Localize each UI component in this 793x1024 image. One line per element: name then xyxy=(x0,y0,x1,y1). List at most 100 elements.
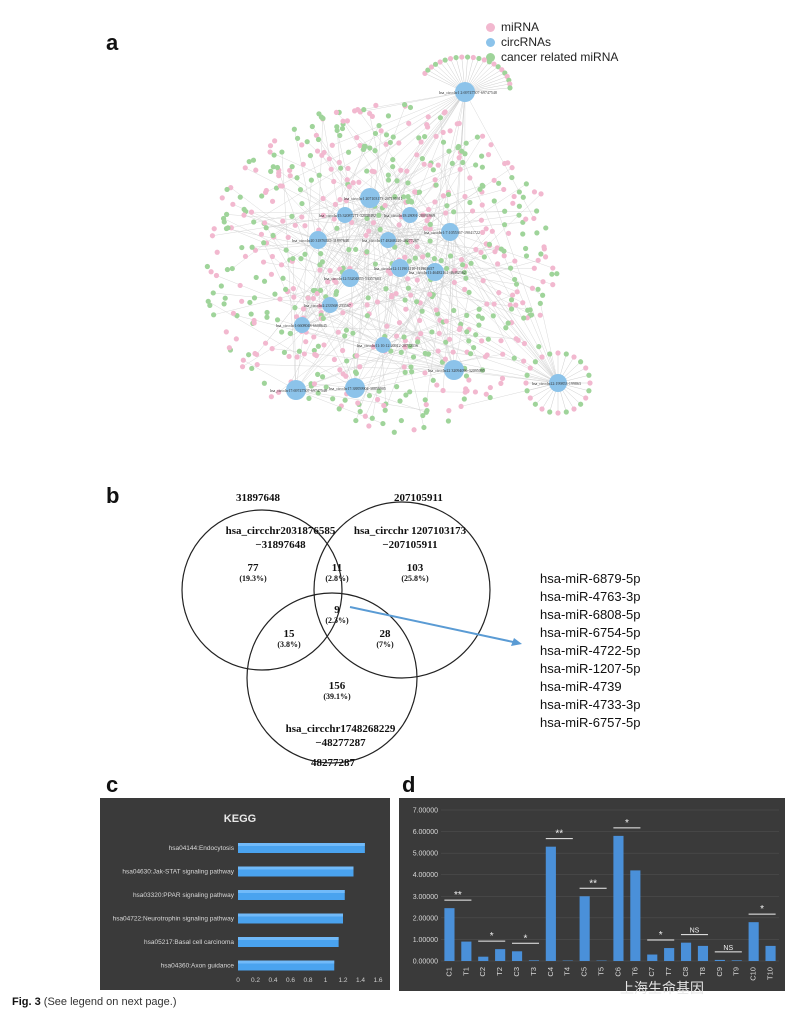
venn-count: 77 xyxy=(247,562,259,574)
mirna-node xyxy=(456,326,463,333)
mirna-node xyxy=(397,398,403,404)
mirna-node xyxy=(527,365,533,371)
venn-region-ab: 11 (2.8%) xyxy=(312,562,362,583)
mirna-node xyxy=(449,160,455,166)
mirna-node xyxy=(316,172,322,178)
venn-arrow-head xyxy=(511,638,522,646)
mirna-node xyxy=(315,343,321,349)
mirna-node xyxy=(249,365,255,372)
mirna-node xyxy=(427,238,433,244)
mirna-node xyxy=(418,331,424,337)
venn-region-only2: 103 (25.8%) xyxy=(390,562,440,583)
mirna-node xyxy=(507,265,514,271)
mirna-node xyxy=(207,302,213,308)
venn-arrow-line xyxy=(349,606,519,644)
mirna-node xyxy=(503,325,509,331)
mirna-node xyxy=(242,253,249,260)
network-edge xyxy=(399,267,443,363)
mirna-node xyxy=(344,358,350,364)
mirna-node xyxy=(547,409,553,415)
mirna-node xyxy=(531,265,537,271)
mirna-node xyxy=(534,230,540,236)
network-edge xyxy=(295,329,460,391)
mirna-node xyxy=(486,59,492,65)
expr-x-tick-label: C4 xyxy=(546,967,555,977)
mirna-node xyxy=(370,344,377,350)
mirna-node xyxy=(527,395,533,401)
network-edge xyxy=(301,251,368,326)
mirna-node xyxy=(263,187,269,194)
mirna-node xyxy=(319,152,325,158)
network-edge xyxy=(392,166,455,371)
mirna-node xyxy=(291,294,297,300)
mirna-node xyxy=(277,183,283,189)
mirna-node xyxy=(440,139,447,145)
mirna-node xyxy=(507,81,513,87)
mirna-node xyxy=(253,167,259,173)
mirna-node xyxy=(367,145,373,151)
mirna-node xyxy=(309,123,315,130)
kegg-bar-highlight xyxy=(238,843,365,846)
figure-number: Fig. 3 xyxy=(12,996,41,1008)
expr-y-tick-label: 1.00000 xyxy=(413,937,438,944)
mirna-node xyxy=(396,222,402,228)
mirna-node xyxy=(458,256,465,263)
mirna-node xyxy=(491,198,497,204)
mirna-node xyxy=(237,194,243,200)
kegg-bar xyxy=(238,866,354,877)
mirna-node xyxy=(479,182,485,188)
mirna-node xyxy=(543,225,549,231)
circrna-hub-node xyxy=(426,263,444,281)
circrna-hub-label: hsa_circchr22:199853-199863 xyxy=(532,381,581,386)
mirna-node xyxy=(339,125,346,132)
mirna-node xyxy=(374,396,381,403)
mirna-node xyxy=(320,115,326,121)
mirna-node xyxy=(364,215,370,221)
mirna-node xyxy=(353,246,359,253)
mirna-node xyxy=(513,281,520,287)
network-mirna-nodes xyxy=(204,54,593,435)
mirna-node xyxy=(427,291,433,297)
mirna-node xyxy=(405,180,411,186)
circrna-hub-node xyxy=(380,232,396,248)
mirna-node xyxy=(249,244,255,250)
kegg-tick-label: 0.2 xyxy=(251,977,260,984)
mirna-node xyxy=(471,344,477,351)
mirna-node xyxy=(278,262,285,268)
mirna-node xyxy=(296,348,302,354)
network-edge xyxy=(382,264,463,346)
mirna-node xyxy=(462,389,468,395)
expr-bar xyxy=(647,954,658,961)
mirna-node xyxy=(402,344,408,350)
mirna-node xyxy=(480,278,486,284)
expr-significance-label: * xyxy=(625,818,629,829)
mirna-node xyxy=(502,160,508,167)
mirna-node xyxy=(434,382,440,388)
mirna-node xyxy=(512,258,518,264)
network-edge xyxy=(399,136,483,269)
mirna-node xyxy=(540,279,546,285)
mirna-node xyxy=(466,338,472,344)
mirna-node xyxy=(462,286,468,292)
mirna-node xyxy=(472,389,479,395)
mirna-node xyxy=(320,212,326,218)
network-edge xyxy=(403,91,466,338)
mirna-node xyxy=(520,231,526,237)
mirna-node xyxy=(334,124,340,130)
expr-bar xyxy=(630,870,641,961)
mirna-node xyxy=(270,232,276,239)
mirna-node xyxy=(532,401,538,407)
network-edge xyxy=(409,132,444,216)
mirna-node xyxy=(269,253,276,260)
mirna-node xyxy=(251,219,257,225)
mirna-node xyxy=(514,289,520,295)
mirna-node xyxy=(550,265,556,271)
mirna-node xyxy=(538,251,544,257)
mirna-node xyxy=(463,140,469,146)
mirna-node xyxy=(378,128,384,134)
mirna-node xyxy=(508,306,515,312)
expr-y-tick-label: 0.00000 xyxy=(413,959,438,966)
mirna-node xyxy=(435,162,441,168)
expr-x-tick-label: C10 xyxy=(749,967,758,981)
